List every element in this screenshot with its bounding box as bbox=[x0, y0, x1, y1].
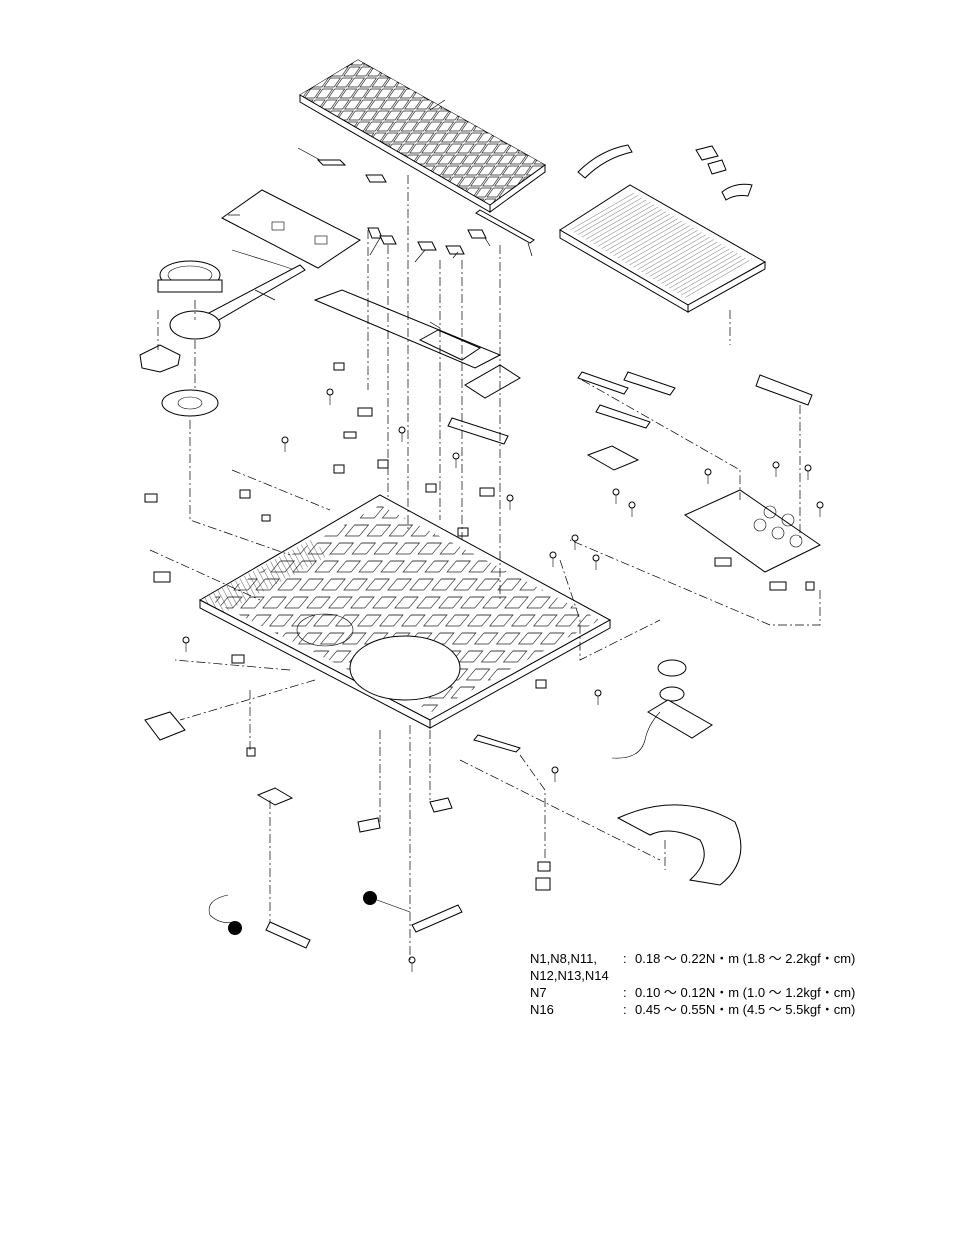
spec-parts: N1,N8,N11, bbox=[530, 950, 597, 967]
top-case-cover bbox=[560, 145, 765, 312]
spec-parts: N12,N13,N14 bbox=[530, 967, 609, 984]
spec-value: 0.45 ～ 0.55N・m (4.5 ～ 5.5kgf・cm) bbox=[635, 1001, 855, 1018]
bottom-insulator-sheet bbox=[618, 805, 741, 885]
bracket-set-right bbox=[578, 372, 812, 470]
torque-spec-row: N12,N13,N14 bbox=[530, 967, 870, 984]
touchpad-sheet bbox=[315, 290, 520, 444]
torque-spec-row: N7 : 0.10 ～ 0.12N・m (1.0 ～ 1.2kgf・cm) bbox=[530, 984, 870, 1001]
speaker-ring-assembly bbox=[140, 261, 222, 416]
torque-spec-table: N1,N8,N11, : 0.18 ～ 0.22N・m (1.8 ～ 2.2kg… bbox=[530, 950, 870, 1018]
spec-value: 0.18 ～ 0.22N・m (1.8 ～ 2.2kgf・cm) bbox=[635, 950, 855, 967]
torque-spec-row: N1,N8,N11, : 0.18 ～ 0.22N・m (1.8 ～ 2.2kg… bbox=[530, 950, 870, 967]
bottom-parts bbox=[145, 712, 550, 948]
spec-parts: N7 bbox=[530, 984, 547, 1001]
spec-colon: : bbox=[623, 984, 627, 1001]
spec-colon: : bbox=[623, 1001, 627, 1018]
spec-value: 0.10 ～ 0.12N・m (1.0 ～ 1.2kgf・cm) bbox=[635, 984, 855, 1001]
speaker-assembly bbox=[612, 660, 712, 758]
torque-spec-row: N16 : 0.45 ～ 0.55N・m (4.5 ～ 5.5kgf・cm) bbox=[530, 1001, 870, 1018]
spec-colon: : bbox=[623, 950, 627, 967]
keyboard bbox=[300, 60, 545, 212]
main-chassis bbox=[200, 495, 610, 728]
spec-parts: N16 bbox=[530, 1001, 554, 1018]
